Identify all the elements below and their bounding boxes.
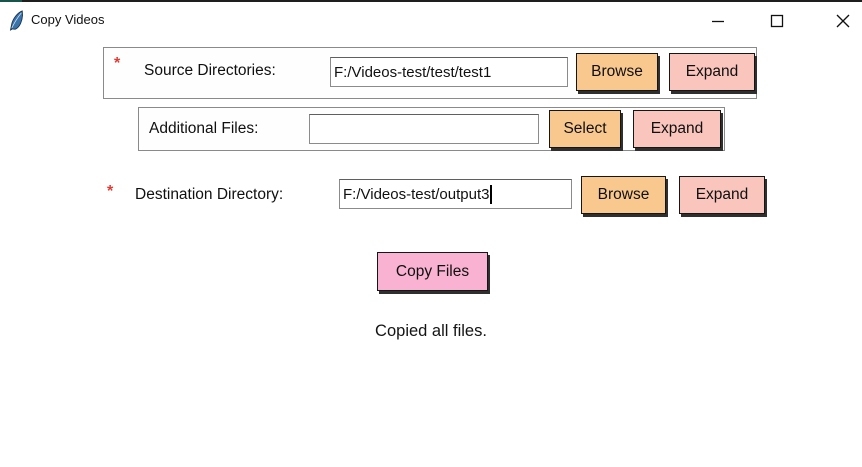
destination-directory-input[interactable]: F:/Videos-test/output3 bbox=[339, 179, 572, 209]
maximize-button[interactable] bbox=[758, 6, 796, 36]
select-files-button[interactable]: Select bbox=[549, 110, 621, 148]
close-button[interactable] bbox=[824, 6, 862, 36]
text-caret bbox=[490, 184, 493, 204]
source-directories-label: Source Directories: bbox=[144, 62, 276, 79]
expand-destination-button[interactable]: Expand bbox=[679, 176, 765, 214]
browse-source-button[interactable]: Browse bbox=[576, 53, 658, 91]
destination-directory-value: F:/Videos-test/output3 bbox=[343, 185, 490, 203]
browse-destination-button[interactable]: Browse bbox=[581, 176, 666, 214]
status-text: Copied all files. bbox=[375, 322, 487, 340]
minimize-icon bbox=[712, 20, 724, 23]
source-directories-row: * Source Directories: Browse Expand bbox=[103, 47, 757, 99]
minimize-button[interactable] bbox=[699, 6, 737, 36]
additional-files-label: Additional Files: bbox=[149, 120, 259, 137]
expand-files-button[interactable]: Expand bbox=[633, 110, 721, 148]
additional-files-input[interactable] bbox=[309, 114, 539, 144]
additional-files-row: Additional Files: Select Expand bbox=[138, 107, 725, 151]
required-asterisk: * bbox=[114, 55, 121, 72]
titlebar[interactable]: Copy Videos bbox=[0, 2, 862, 40]
destination-directory-label: Destination Directory: bbox=[135, 186, 284, 203]
window-title: Copy Videos bbox=[31, 12, 105, 27]
expand-source-button[interactable]: Expand bbox=[669, 53, 755, 91]
source-directories-input[interactable] bbox=[330, 57, 568, 87]
close-icon bbox=[836, 14, 850, 28]
window-top-border bbox=[0, 0, 862, 2]
required-asterisk: * bbox=[107, 183, 114, 200]
copy-files-button[interactable]: Copy Files bbox=[377, 252, 488, 291]
maximize-icon bbox=[770, 14, 784, 28]
python-feather-icon bbox=[9, 10, 23, 31]
